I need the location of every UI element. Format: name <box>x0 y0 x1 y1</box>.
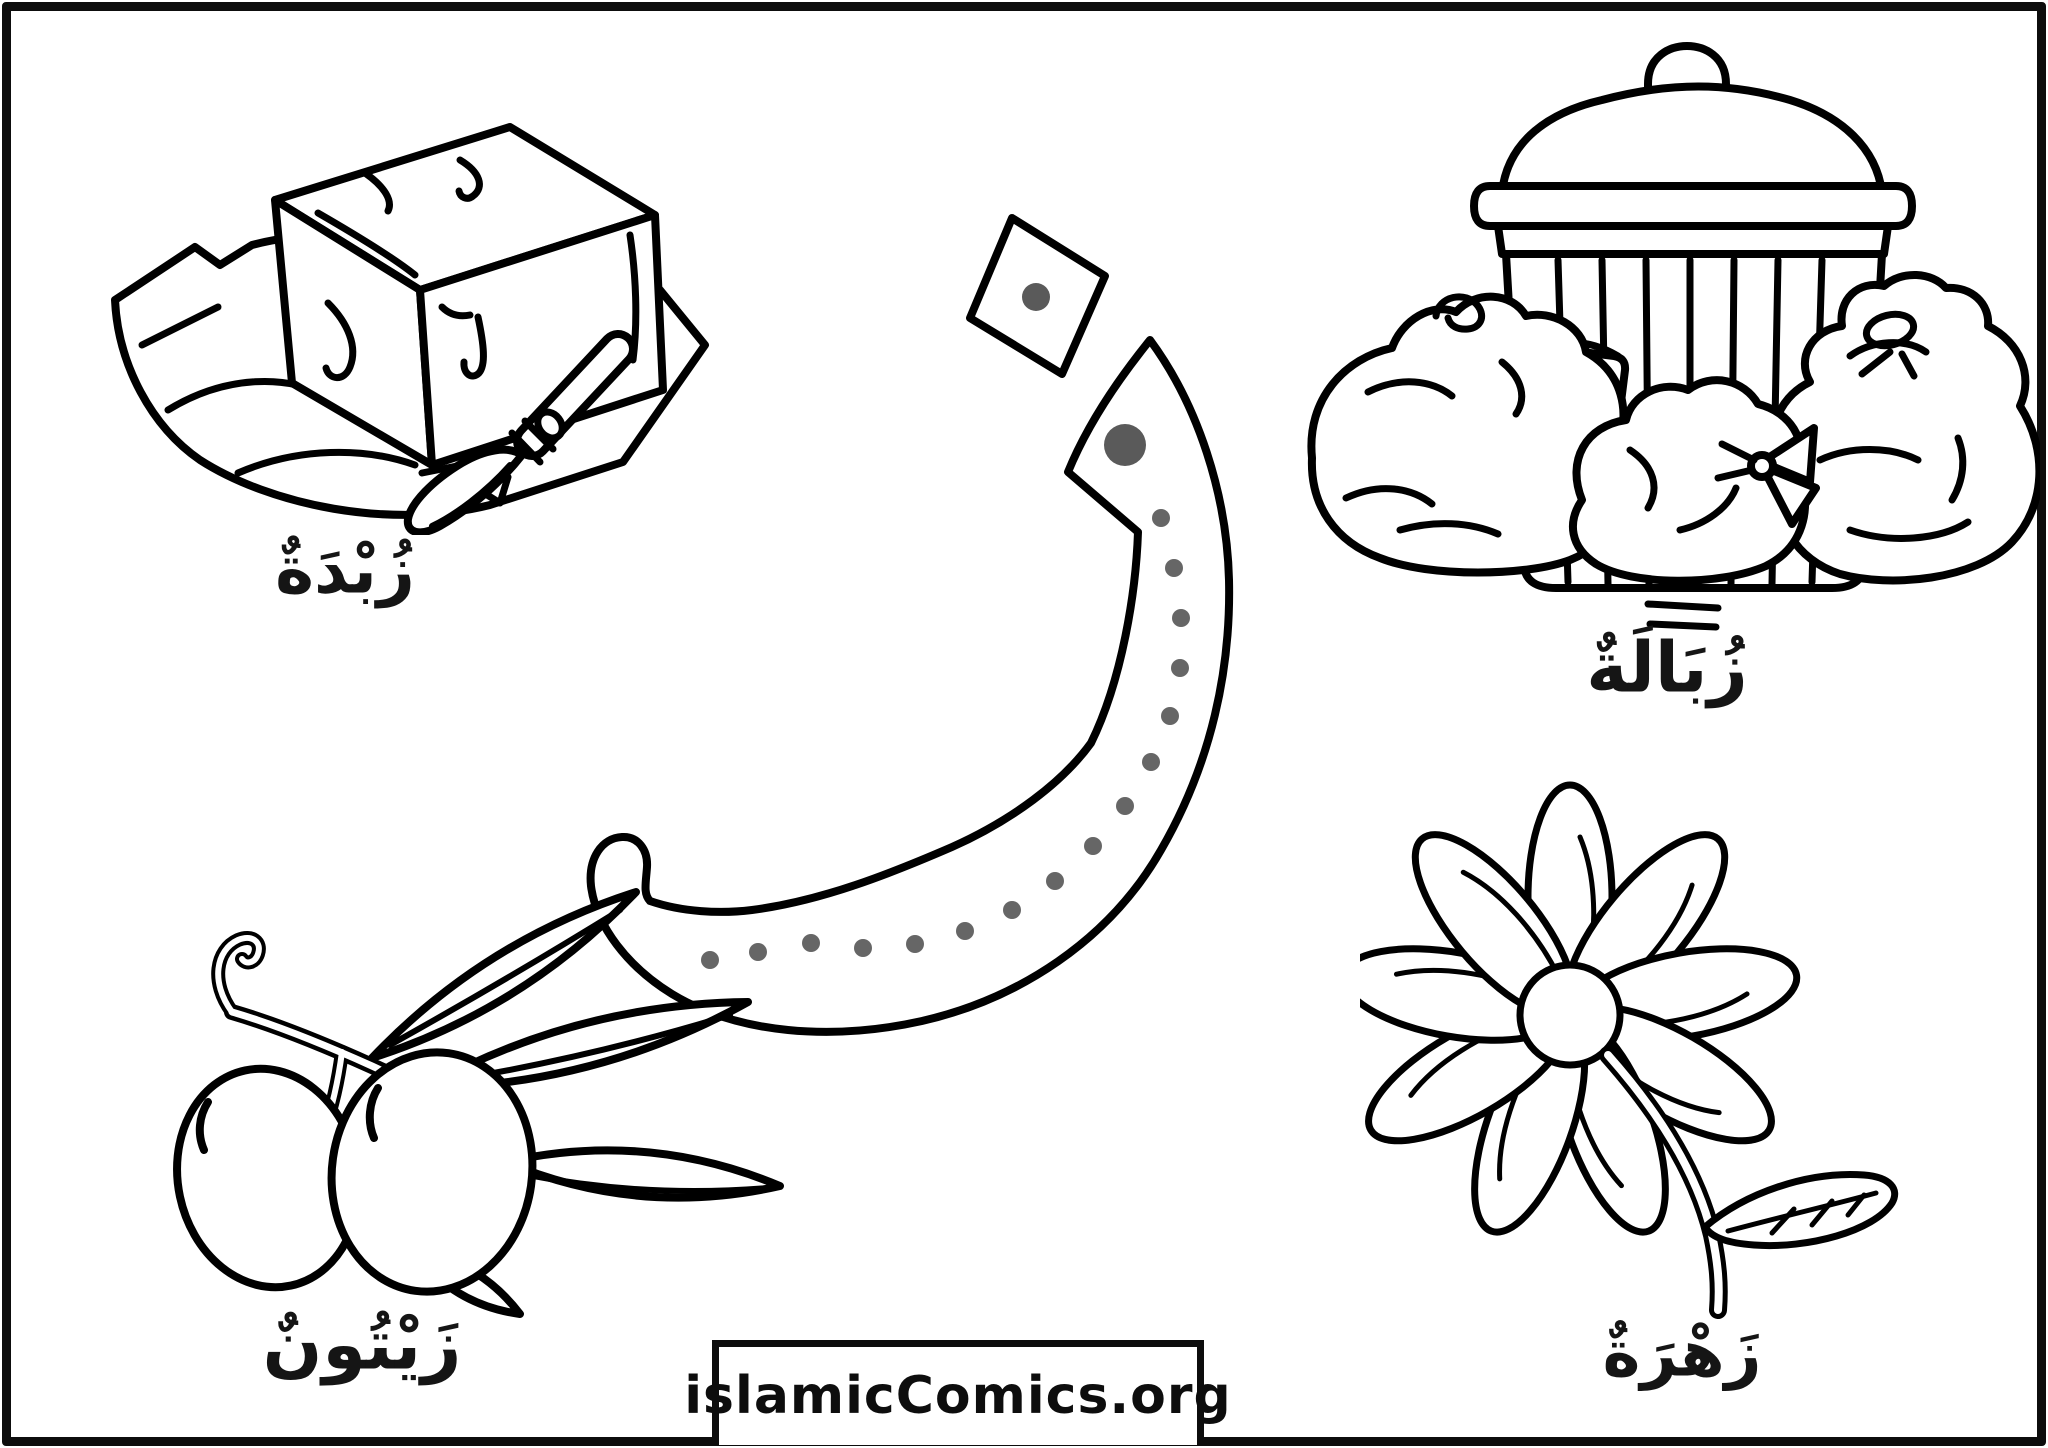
diamond-dot <box>1022 283 1050 311</box>
olive-leaf <box>420 998 752 1092</box>
butter-block-side <box>416 211 667 469</box>
flower-center <box>1516 961 1624 1069</box>
garbage-illustration <box>1307 42 2040 631</box>
website-text: islamicComics.org <box>684 1366 1232 1426</box>
butter-knife <box>403 330 637 535</box>
garbage-bag-left <box>1307 292 1628 577</box>
flower-leaf <box>1701 1171 1899 1250</box>
letter-zay-outline <box>586 336 1234 1036</box>
olive-leaf <box>502 1146 784 1202</box>
label-flower: زَهْرَةٌ <box>1602 1317 1762 1392</box>
trace-start-dot <box>1104 424 1146 466</box>
flower-petals <box>1360 781 1801 1236</box>
flower-stem <box>1599 1046 1728 1319</box>
trace-guide-dots <box>701 509 1190 969</box>
trashcan-lid <box>1498 82 1886 196</box>
label-butter: زُبْدَةٌ <box>275 531 415 609</box>
letter-zay-tracing <box>586 214 1234 1036</box>
butter-illustration <box>111 123 709 535</box>
label-olives: زَيْتُونٌ <box>262 1303 462 1386</box>
flower-illustration <box>1360 781 1899 1319</box>
garbage-bag-center <box>1568 376 1820 585</box>
footer-box: islamicComics.org <box>684 1340 1231 1445</box>
olives-illustration <box>173 888 784 1318</box>
label-garbage: زُبَالَةٌ <box>1586 626 1748 709</box>
olive-fruit <box>327 1048 537 1296</box>
